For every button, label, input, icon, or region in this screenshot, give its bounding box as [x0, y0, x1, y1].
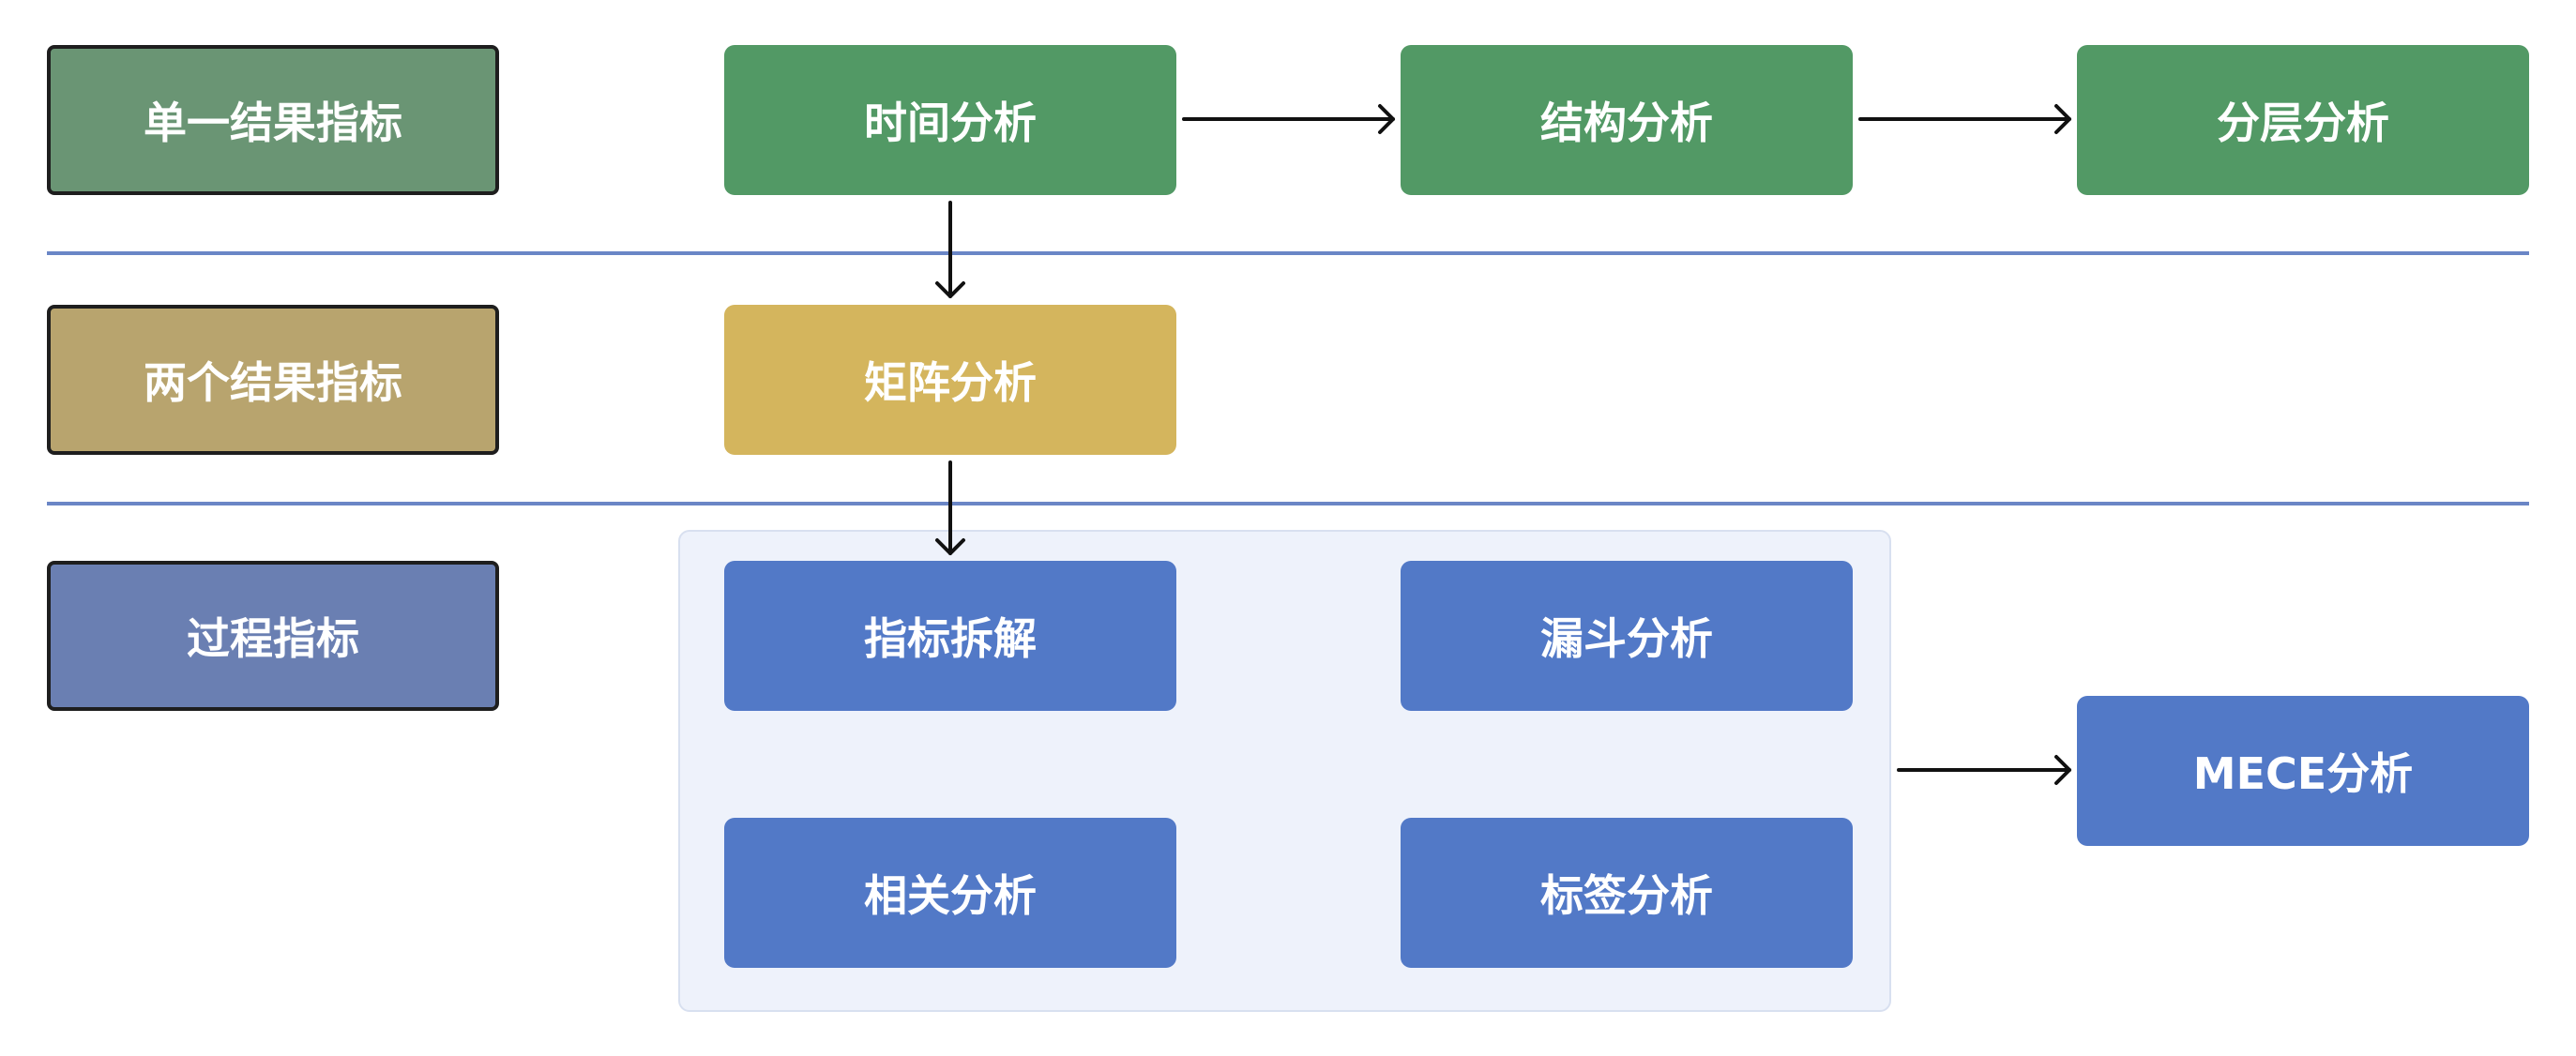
- node-correlation-analysis: 相关分析: [724, 818, 1176, 968]
- arrow-process-group-to-mece: [1897, 755, 2071, 785]
- arrow-matrix-to-process-group: [935, 460, 965, 555]
- row-divider-1: [47, 251, 2529, 255]
- arrow-time-to-matrix: [935, 201, 965, 298]
- row-label-process: 过程指标: [47, 561, 499, 711]
- node-structure-analysis: 结构分析: [1401, 45, 1853, 195]
- arrow-structure-to-layer: [1858, 104, 2071, 134]
- arrow-time-to-structure: [1182, 104, 1395, 134]
- row-divider-2: [47, 502, 2529, 505]
- node-tag-analysis: 标签分析: [1401, 818, 1853, 968]
- row-label-two-results: 两个结果指标: [47, 305, 499, 455]
- node-layer-analysis: 分层分析: [2077, 45, 2529, 195]
- row-label-single-result: 单一结果指标: [47, 45, 499, 195]
- node-time-analysis: 时间分析: [724, 45, 1176, 195]
- node-funnel-analysis: 漏斗分析: [1401, 561, 1853, 711]
- node-metric-breakdown: 指标拆解: [724, 561, 1176, 711]
- node-mece-analysis: MECE分析: [2077, 696, 2529, 846]
- node-matrix-analysis: 矩阵分析: [724, 305, 1176, 455]
